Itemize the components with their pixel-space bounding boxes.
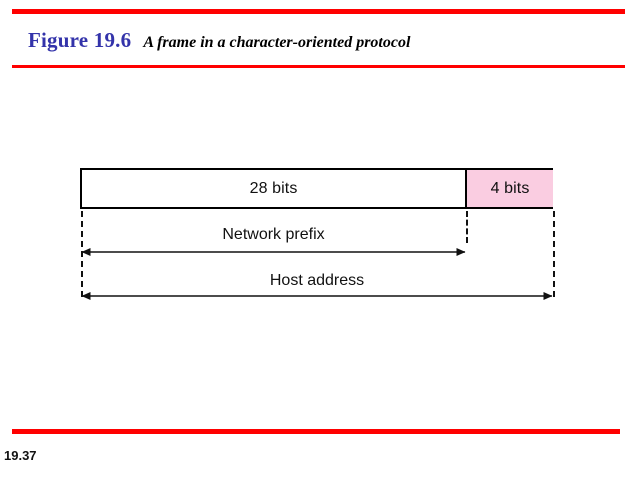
footer-rule <box>12 429 620 434</box>
figure-caption: A frame in a character-oriented protocol <box>143 34 411 51</box>
address-frame-box: 28 bits 4 bits <box>80 168 553 209</box>
segment-network-prefix: 28 bits <box>82 170 465 207</box>
header-top-rule <box>12 9 625 14</box>
figure-title-row: Figure 19.6 A frame in a character-orien… <box>28 28 410 53</box>
measure-label-network-prefix: Network prefix <box>222 226 325 243</box>
header-bottom-rule <box>12 65 625 68</box>
segment-host-suffix-label: 4 bits <box>490 179 530 197</box>
figure-number-label: Figure 19.6 <box>28 28 132 52</box>
segment-host-suffix: 4 bits <box>465 170 553 207</box>
segment-network-prefix-label: 28 bits <box>249 179 298 197</box>
slide-number: 19.37 <box>4 448 37 463</box>
measure-label-host-address: Host address <box>269 272 365 289</box>
guide-line-middle <box>466 211 468 243</box>
guide-line-right <box>553 211 555 297</box>
